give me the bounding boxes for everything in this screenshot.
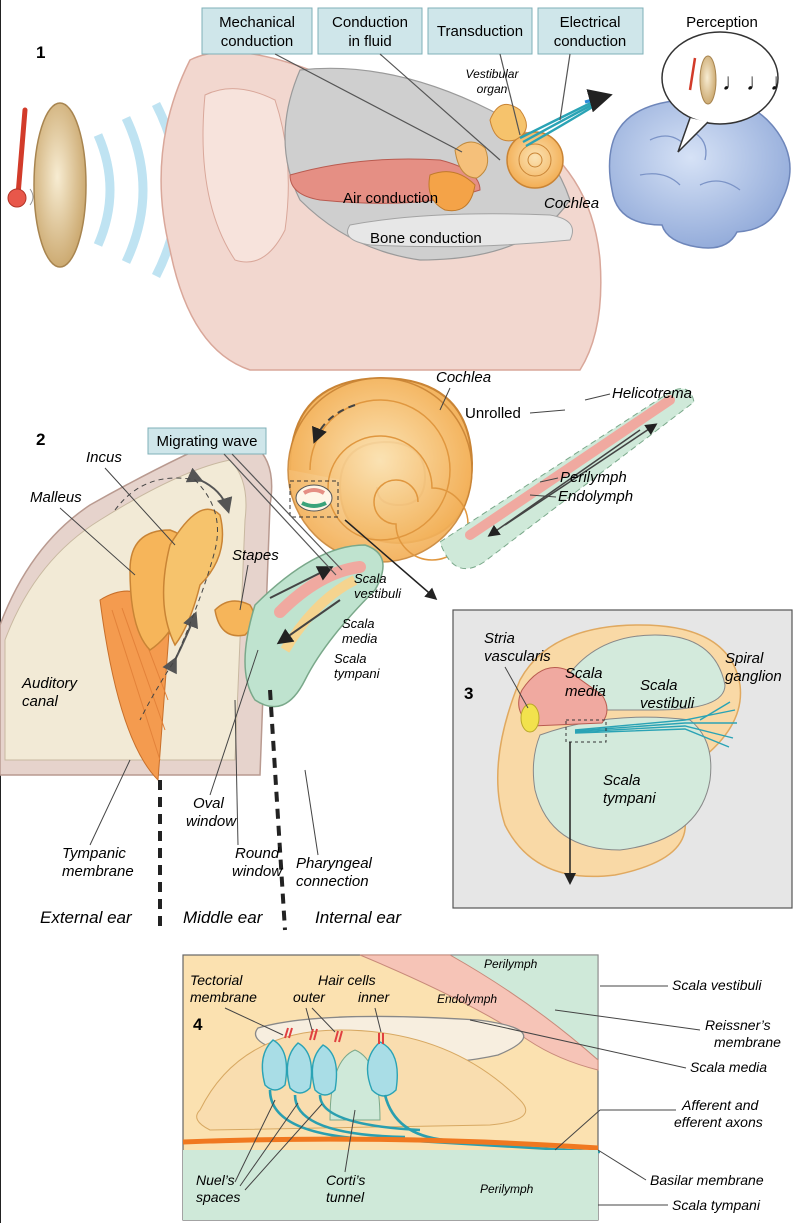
tympanic-membrane-line2: membrane: [62, 863, 134, 880]
round-window-line2: window: [232, 863, 283, 880]
scala-vestibuli-label-panel4: Scala vestibuli: [672, 977, 762, 993]
stria-vascularis-line1: Stria: [484, 630, 515, 647]
conduction-in-fluid-line1: Conduction: [332, 14, 408, 31]
scala-media-label-line2: media: [342, 631, 377, 646]
round-window-line1: Round: [235, 845, 280, 862]
scala-tympani-label-panel4: Scala tympani: [672, 1197, 761, 1213]
panel-3: 3 Stria vascularis Scala media Scala ves…: [453, 610, 792, 908]
scala-tympani-line1-panel3: Scala: [603, 772, 641, 789]
malleus-label: Malleus: [30, 489, 82, 506]
gong-illustration: [8, 103, 86, 267]
perilymph-top-label: Perilymph: [484, 957, 538, 971]
nuels-spaces-line1: Nuel’s: [196, 1172, 235, 1188]
scala-vestibuli-line2-panel3: vestibuli: [640, 695, 695, 712]
tympanic-membrane-line1: Tympanic: [62, 845, 126, 862]
vestibular-organ-line2: organ: [477, 82, 508, 96]
music-notes-icon: ♩♩♩: [722, 69, 794, 96]
auditory-canal-line1: Auditory: [21, 675, 79, 692]
hair-cells-label: Hair cells: [318, 972, 376, 988]
oval-window-line1: Oval: [193, 795, 225, 812]
panel-2-number: 2: [36, 430, 45, 449]
incus-label: Incus: [86, 449, 122, 466]
scala-vestibuli-line1-panel3: Scala: [640, 677, 678, 694]
stria-vascularis: [521, 704, 539, 732]
tectorial-membrane-line2: membrane: [190, 989, 257, 1005]
electrical-conduction-line1: Electrical: [560, 14, 621, 31]
scala-media-line2-panel3: media: [565, 683, 606, 700]
afferent-efferent-line2: efferent axons: [674, 1114, 763, 1130]
cortis-tunnel-line1: Corti’s: [326, 1172, 365, 1188]
middle-ear-label: Middle ear: [183, 908, 264, 927]
transduction-label: Transduction: [437, 23, 523, 40]
cochlea-spiral: [288, 378, 472, 562]
nuels-spaces-line2: spaces: [196, 1189, 240, 1205]
oval-window-line2: window: [186, 813, 237, 830]
scala-tympani-line2-panel3: tympani: [603, 790, 656, 807]
spiral-ganglion-line2: ganglion: [725, 668, 782, 685]
scala-tympani-label-line2: tympani: [334, 666, 381, 681]
cochlea-label-panel2: Cochlea: [436, 369, 491, 386]
scala-media-label-panel4: Scala media: [690, 1059, 767, 1075]
scala-vestibuli-label-line2: vestibuli: [354, 586, 402, 601]
perilymph-bottom-label: Perilymph: [480, 1182, 534, 1196]
pharyngeal-connection-line2: connection: [296, 873, 369, 890]
scala-tympani-label-line1: Scala: [334, 651, 367, 666]
electrical-conduction-line2: conduction: [554, 33, 627, 50]
spiral-ganglion-line1: Spiral: [725, 650, 764, 667]
afferent-efferent-line1: Afferent and: [681, 1097, 759, 1113]
stria-vascularis-line2: vascularis: [484, 648, 551, 665]
reissners-membrane-line2: membrane: [714, 1034, 781, 1050]
scala-vestibuli-label-line1: Scala: [354, 571, 387, 586]
external-ear-label: External ear: [40, 908, 133, 927]
panel-1: 1: [8, 8, 794, 370]
tectorial-membrane-line1: Tectorial: [190, 972, 243, 988]
inner-label: inner: [358, 989, 390, 1005]
scala-media-label-line1: Scala: [342, 616, 375, 631]
perception-label: Perception: [686, 14, 758, 31]
panel-3-number: 3: [464, 684, 473, 703]
panel-1-number: 1: [36, 43, 45, 62]
internal-ear-label: Internal ear: [315, 908, 402, 927]
migrating-wave-label: Migrating wave: [157, 433, 258, 450]
reissners-membrane-line1: Reissner’s: [705, 1017, 771, 1033]
mechanical-conduction-line1: Mechanical: [219, 14, 295, 31]
helicotrema-label: Helicotrema: [612, 385, 692, 402]
basilar-membrane-label: Basilar membrane: [650, 1172, 764, 1188]
air-conduction-label: Air conduction: [343, 190, 438, 207]
mechanical-conduction-line2: conduction: [221, 33, 294, 50]
perilymph-label-panel2: Perilymph: [560, 469, 627, 486]
bone-conduction-label: Bone conduction: [370, 230, 482, 247]
stapes-label: Stapes: [232, 547, 279, 564]
scala-media-line1-panel3: Scala: [565, 665, 603, 682]
unrolled-label: Unrolled: [465, 405, 521, 422]
vestibular-organ-line1: Vestibular: [466, 67, 520, 81]
cochlea-label-panel1: Cochlea: [544, 195, 599, 212]
cortis-tunnel-line2: tunnel: [326, 1189, 365, 1205]
pharyngeal-connection-line1: Pharyngeal: [296, 855, 373, 872]
panel-4: 4 Tectorial membrane Hair cells outer in…: [183, 955, 781, 1220]
panel-4-number: 4: [193, 1015, 203, 1034]
endolymph-label-panel4: Endolymph: [437, 992, 497, 1006]
endolymph-label-panel2: Endolymph: [558, 488, 633, 505]
conduction-in-fluid-line2: in fluid: [348, 33, 391, 50]
auditory-canal-line2: canal: [22, 693, 59, 710]
outer-label: outer: [293, 989, 326, 1005]
